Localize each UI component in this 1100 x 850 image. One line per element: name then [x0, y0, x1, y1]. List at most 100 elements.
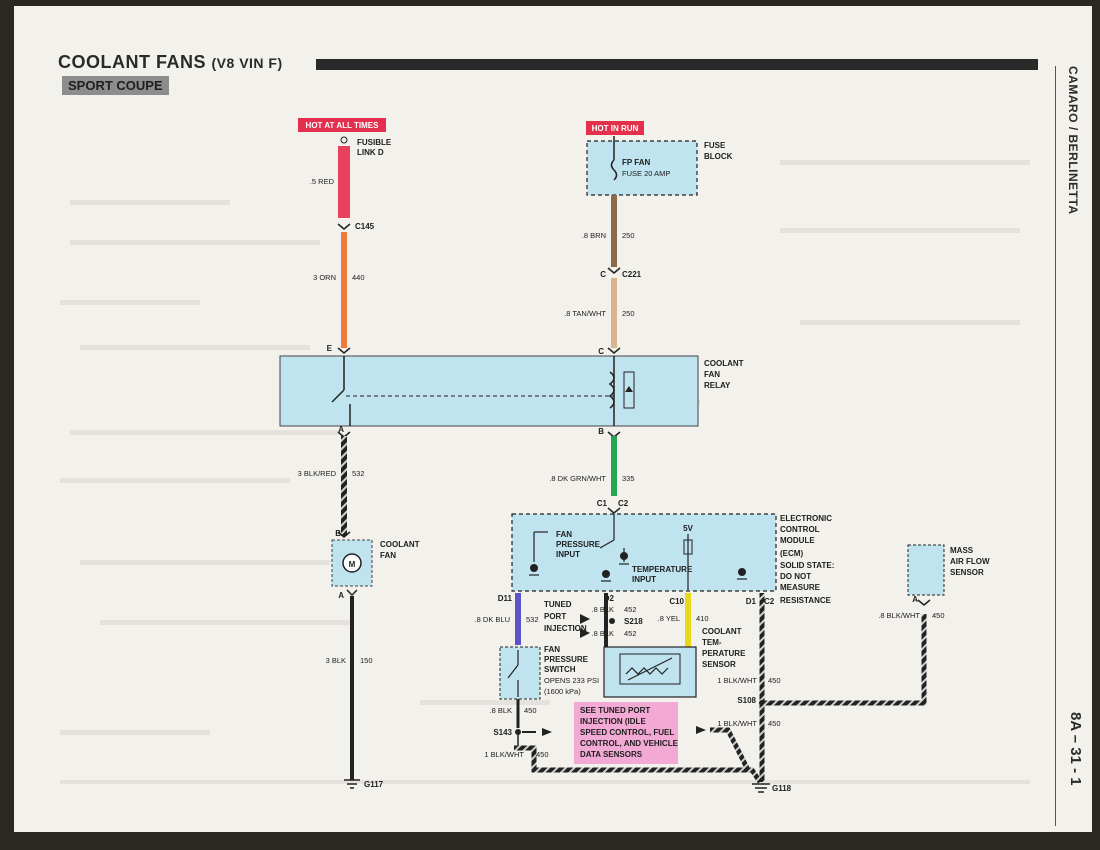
conn-c145: C145 — [355, 222, 375, 231]
fuse-block-label-1: FUSE — [704, 141, 726, 150]
relay-label-3: RELAY — [704, 381, 731, 390]
fan-motor-icon — [342, 553, 362, 573]
fuse-block-label-2: BLOCK — [704, 152, 733, 161]
conn-c145-mark — [337, 223, 351, 230]
fan-pressure-switch-label-1: FAN — [544, 645, 560, 654]
ecm-label-7: MEASURE — [780, 583, 821, 592]
splice-s143-label: S143 — [493, 728, 512, 737]
see-note-line-3: SPEED CONTROL, FUEL — [580, 728, 674, 737]
wire-blk-3-label: 3 BLK — [326, 656, 346, 665]
splice-s218-label: S218 — [624, 617, 643, 626]
wire-blk-452a-label: .8 BLK — [591, 605, 614, 614]
cts-label-1: COOLANT — [702, 627, 742, 636]
temperature-input-label-1: TEMPERATURE — [632, 565, 693, 574]
side-divider — [1055, 66, 1056, 826]
wire-blk-wht-ground-run — [514, 745, 763, 784]
fuse-symbol — [610, 159, 618, 181]
cts-label-4: SENSOR — [702, 660, 736, 669]
fan-motor-symbol: M — [349, 560, 356, 569]
fuse-name: FP FAN — [622, 158, 651, 167]
page-number: 8A – 31 - 1 — [1067, 712, 1084, 786]
cts-label-3: PERATURE — [702, 649, 746, 658]
ecm-label-1: ELECTRONIC — [780, 514, 832, 523]
coolant-temperature-sensor — [603, 646, 697, 698]
vehicle-title: CAMARO / BERLINETTA — [1066, 66, 1080, 215]
ecm-label-2: CONTROL — [780, 525, 820, 534]
conn-c2-ecm: C2 — [764, 597, 775, 606]
mass-air-flow-sensor — [907, 544, 945, 596]
header-rule — [316, 59, 1038, 70]
conn-e: E — [327, 344, 333, 353]
page-title: COOLANT FANS (V8 VIN F) — [58, 52, 283, 73]
ecm-label-3: MODULE — [780, 536, 815, 545]
wire-green-label: .8 DK GRN/WHT — [549, 474, 606, 483]
wire-yellow-circuit: 410 — [696, 614, 709, 623]
wire-orange-circuit: 440 — [352, 273, 365, 282]
wire-maf-label: .8 BLK/WHT — [878, 611, 920, 620]
wire-blk-red-circuit: 532 — [352, 469, 365, 478]
wire-blk-wht-c-circuit: 450 — [536, 750, 549, 759]
hot-in-run-label: HOT IN RUN — [592, 124, 639, 133]
conn-c10: C10 — [669, 597, 684, 606]
pullup-resistor — [683, 539, 693, 555]
fuse-block — [586, 140, 698, 196]
wire-blk-red — [341, 436, 347, 536]
ecm-driver-switch — [599, 539, 615, 549]
five-volt-label: 5V — [683, 524, 693, 533]
relay-label-1: COOLANT — [704, 359, 744, 368]
relay-label-2: FAN — [704, 370, 720, 379]
wire-blk-wht-maf — [762, 614, 927, 706]
fusible-link — [338, 146, 350, 218]
relay-switch-contact — [331, 389, 345, 403]
wire-tan-label: .8 TAN/WHT — [564, 309, 606, 318]
wire-green — [611, 436, 617, 496]
wire-blk-452a-circuit: 452 — [624, 605, 637, 614]
fan-pressure-input-label-3: INPUT — [556, 550, 580, 559]
tuned-port-label-1: TUNED — [544, 600, 572, 609]
conn-c-relay: C — [598, 347, 604, 356]
wire-blk-wht-c-label: 1 BLK/WHT — [484, 750, 524, 759]
hot-in-run-tag — [586, 121, 644, 135]
splice-s108-label: S108 — [737, 696, 756, 705]
coolant-fan-label-1: COOLANT — [380, 540, 420, 549]
fusible-link-terminal — [340, 136, 348, 144]
see-note-line-5: DATA SENSORS — [580, 750, 643, 759]
title-subtitle: (V8 VIN F) — [211, 55, 283, 71]
wire-blk-452b-circuit: 452 — [624, 629, 637, 638]
wire-blk-wht-b-label: 1 BLK/WHT — [717, 719, 757, 728]
pressure-switch-contact — [507, 664, 519, 679]
conn-a-fan: A — [338, 591, 344, 600]
relay-diode — [625, 386, 633, 392]
see-note-line-1: SEE TUNED PORT — [580, 706, 650, 715]
tuned-port-label-2: PORT — [544, 612, 566, 621]
wire-yellow — [685, 593, 691, 647]
maf-label-3: SENSOR — [950, 568, 984, 577]
thermistor-symbol — [619, 653, 681, 685]
wire-brown-circuit: 250 — [622, 231, 635, 240]
conn-a-maf: A — [912, 595, 918, 604]
fan-pressure-input-node — [530, 564, 538, 572]
cts-label-2: TEM- — [702, 638, 722, 647]
wire-yellow-label: .8 YEL — [658, 614, 680, 623]
fan-pressure-switch-label-5: (1600 kPa) — [544, 687, 581, 696]
coolant-fan-label-2: FAN — [380, 551, 396, 560]
title-text: COOLANT FANS — [58, 52, 206, 72]
wire-orange-label: 3 ORN — [313, 273, 336, 282]
fuse-rating: FUSE 20 AMP — [622, 169, 670, 178]
conn-b-fan: B — [335, 529, 341, 538]
wire-brown-label: .8 BRN — [582, 231, 606, 240]
see-note-line-4: CONTROL, AND VEHICLE — [580, 739, 679, 748]
fan-pressure-switch — [499, 646, 541, 700]
wire-brown — [611, 195, 617, 267]
see-note-line-2: INJECTION (IDLE — [580, 717, 646, 726]
tuned-port-arrow-2 — [580, 628, 590, 638]
ecm-label-4: (ECM) — [780, 549, 803, 558]
wire-blue-circuit: 532 — [526, 615, 539, 624]
conn-c: C — [600, 270, 606, 279]
fan-pressure-input-label-2: PRESSURE — [556, 540, 601, 549]
ecm-label-8: RESISTANCE — [780, 596, 832, 605]
maf-label-1: MASS — [950, 546, 974, 555]
ecm-label-6: DO NOT — [780, 572, 811, 581]
